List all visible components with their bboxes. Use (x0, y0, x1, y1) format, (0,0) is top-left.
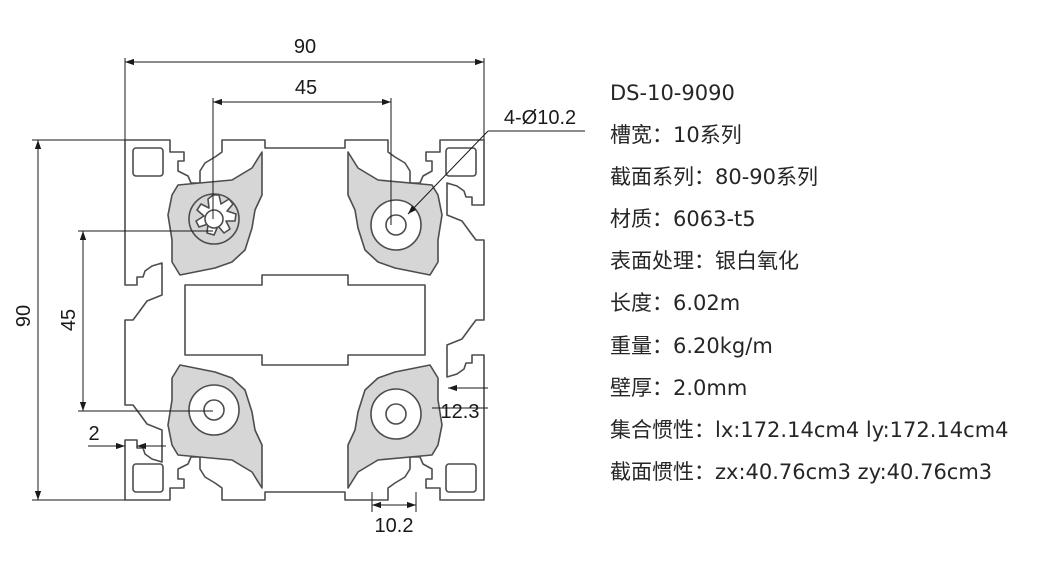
spec-value: 6.02m (673, 291, 741, 316)
spec-label: 材质： (610, 207, 673, 232)
spec-value: 银白氧化 (715, 249, 799, 274)
dim-overall-height: 90 (13, 305, 35, 327)
dim-slot-pitch-v: 45 (58, 309, 80, 331)
spec-label: 壁厚： (610, 375, 673, 400)
aluminum-profile-section (124, 139, 485, 501)
spec-label: 集合惯性： (610, 417, 715, 442)
dim-slot-depth: 12.3 (441, 401, 480, 423)
bore-leader (407, 130, 489, 215)
spec-wall-thickness: 壁厚：2.0mm (610, 369, 1009, 411)
spec-value: 6063-t5 (673, 207, 756, 232)
profile-drawing: 90 45 4-Ø10.2 90 45 2 12.3 10.2 (13, 36, 585, 537)
spec-label: 长度： (610, 291, 673, 316)
spec-value: DS-10-9090 (610, 81, 735, 105)
corner-pocket (132, 463, 164, 493)
spec-label: 截面惯性： (610, 459, 715, 484)
corner-pocket (445, 147, 477, 177)
spec-value: 10系列 (673, 123, 742, 148)
dim-slot-width: 10.2 (375, 515, 414, 537)
corner-pocket (132, 147, 164, 177)
corner-pocket (445, 463, 477, 493)
spec-moment-inertia: 集合惯性：lx:172.14cm4 ly:172.14cm4 (610, 411, 1009, 453)
spec-section-series: 截面系列：80-90系列 (610, 158, 1009, 200)
spec-weight: 重量：6.20kg/m (610, 327, 1009, 369)
spec-list: DS-10-9090 槽宽：10系列 截面系列：80-90系列 材质：6063-… (610, 74, 1009, 495)
dim-lip-thickness: 2 (88, 423, 99, 445)
spec-label: 槽宽： (610, 123, 673, 148)
spec-value: lx:172.14cm4 ly:172.14cm4 (715, 417, 1009, 442)
corner-core-bl (167, 364, 263, 489)
spec-section-modulus: 截面惯性：zx:40.76cm3 zy:40.76cm3 (610, 453, 1009, 495)
spec-label: 截面系列： (610, 165, 715, 190)
spec-value: 80-90系列 (715, 165, 819, 190)
corner-core-tr (347, 151, 443, 276)
dim-bore-callout: 4-Ø10.2 (504, 107, 576, 129)
spec-surface: 表面处理：银白氧化 (610, 242, 1009, 284)
spec-label: 表面处理： (610, 249, 715, 274)
dim-overall-width: 90 (294, 36, 316, 58)
corner-core-br (347, 364, 443, 489)
dim-slot-pitch-h: 45 (295, 77, 317, 99)
spec-model: DS-10-9090 (610, 74, 1009, 116)
spec-material: 材质：6063-t5 (610, 200, 1009, 242)
spec-label: 重量： (610, 333, 673, 358)
spec-value: 6.20kg/m (673, 333, 773, 358)
spec-value: 2.0mm (673, 375, 748, 400)
spec-length: 长度：6.02m (610, 284, 1009, 326)
central-hollow (184, 274, 426, 366)
spec-value: zx:40.76cm3 zy:40.76cm3 (715, 459, 993, 484)
spec-slot-width: 槽宽：10系列 (610, 116, 1009, 158)
corner-core-tl (167, 151, 263, 276)
